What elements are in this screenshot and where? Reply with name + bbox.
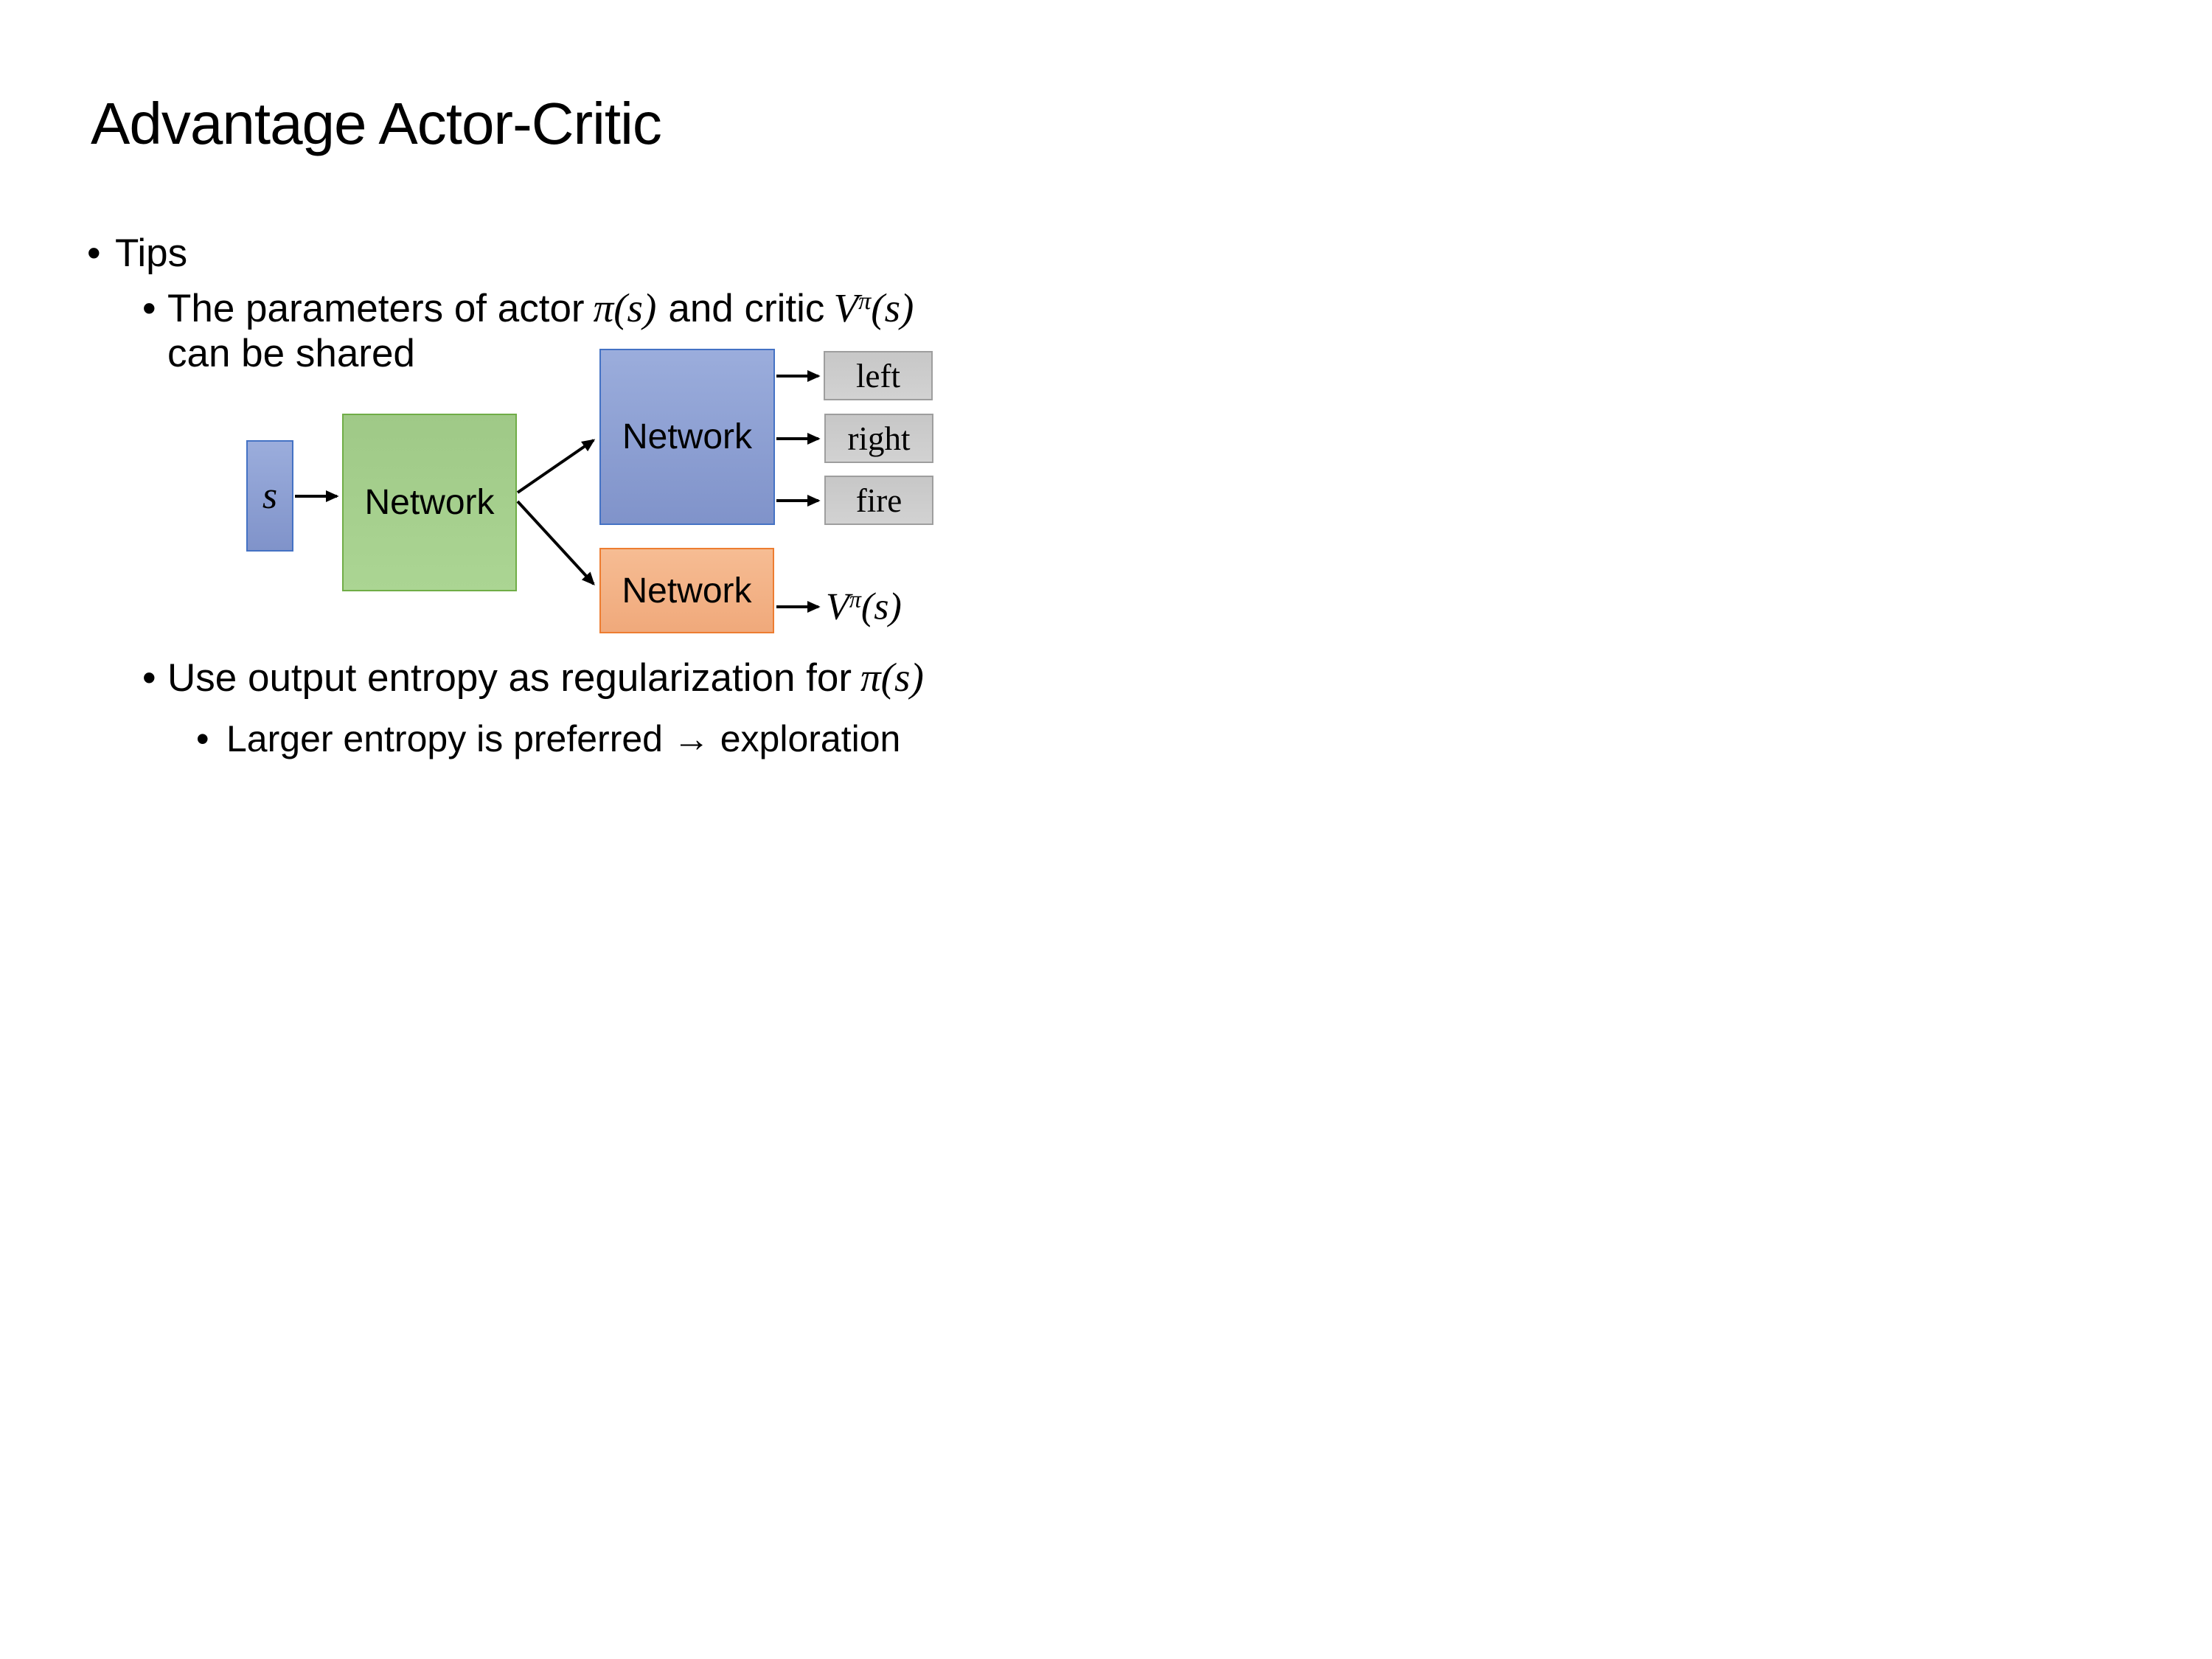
- action-fire-label: fire: [855, 481, 902, 519]
- bullet-entropy-regularization: •Use output entropy as regularization fo…: [142, 654, 924, 700]
- slide: Advantage Actor-Critic • Tips • The parame…: [0, 0, 1106, 830]
- action-left-label: left: [856, 357, 900, 394]
- state-label: s: [262, 475, 278, 517]
- critic-network-label: Network: [622, 571, 752, 611]
- action-box-left: left: [824, 351, 933, 400]
- shared-network-box: Network: [342, 414, 517, 591]
- action-box-right: right: [824, 414, 933, 463]
- param-text-pre: The parameters of actor: [167, 287, 585, 330]
- entropy-text: Use output entropy as regularization for: [167, 656, 852, 700]
- actor-network-box: Network: [599, 349, 775, 525]
- bullet-dot-icon: •: [196, 718, 209, 759]
- param-text-line2: can be shared: [167, 332, 415, 375]
- critic-output-base: V: [826, 585, 849, 628]
- arrow-shared-to-critic: [516, 500, 595, 585]
- arrow-shared-to-actor: [516, 439, 596, 494]
- bullet-dot-icon: •: [142, 287, 156, 330]
- exploration-text: Larger entropy is preferred → exploratio…: [226, 718, 901, 759]
- critic-value-sup: π: [858, 287, 872, 315]
- slide-title: Advantage Actor-Critic: [91, 91, 662, 156]
- critic-value-math: Vπ(s): [833, 285, 914, 330]
- actor-policy-math: π(s): [593, 285, 657, 330]
- actor-network-label: Network: [622, 417, 753, 456]
- critic-output-sup: π: [849, 585, 861, 613]
- action-box-fire: fire: [824, 476, 933, 525]
- bullet-tips: • Tips: [87, 231, 187, 276]
- entropy-policy-math: π(s): [860, 655, 924, 700]
- critic-value-args: (s): [871, 285, 914, 330]
- bullet-exploration: • Larger entropy is preferred → explorati…: [196, 717, 900, 760]
- bullet-dot-icon: •: [87, 232, 101, 275]
- critic-output-math: Vπ(s): [826, 585, 902, 629]
- critic-network-box: Network: [599, 548, 774, 633]
- state-input-box: s: [246, 440, 293, 552]
- critic-value-base: V: [833, 285, 859, 330]
- critic-output-args: (s): [860, 585, 902, 628]
- tips-label: Tips: [115, 232, 188, 275]
- bullet-dot-icon: •: [142, 656, 156, 700]
- action-right-label: right: [847, 420, 911, 457]
- shared-network-label: Network: [364, 483, 495, 522]
- param-text-mid: and critic: [668, 287, 825, 330]
